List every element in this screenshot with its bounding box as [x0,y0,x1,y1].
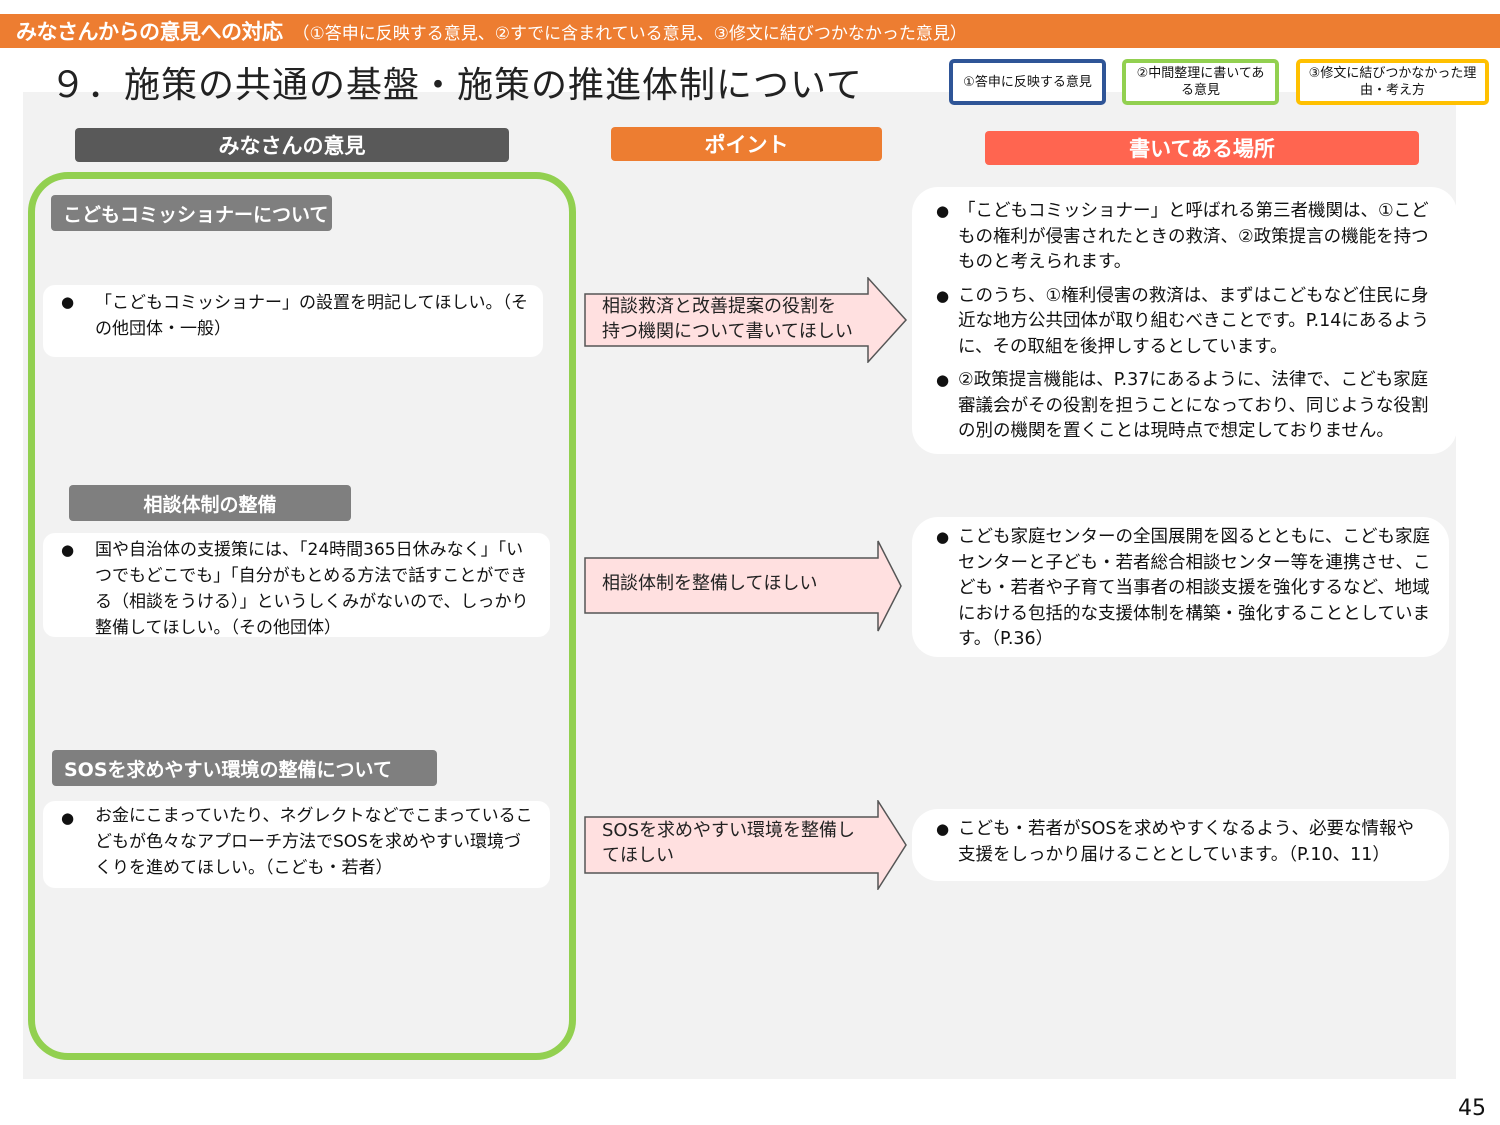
header-bar: みなさんからの意見への対応 （①答申に反映する意見、②すでに含まれている意見、③… [0,14,1500,48]
bullet-icon: ● [936,286,950,305]
column-header-opinions: みなさんの意見 [75,128,509,162]
where-card: ●こども家庭センターの全国展開を図るとともに、こども家庭センターと子ども・若者総… [912,517,1449,657]
legend-interim: ②中間整理に書いてある意見 [1122,59,1279,105]
where-item: ●こども・若者がSOSを求めやすくなるよう、必要な情報や支援をしっかり届けること… [936,819,1414,865]
where-item: ●②政策提言機能は、P.37にあるように、法律で、こども家庭審議会がその役割を担… [936,370,1429,441]
point-text: 相談救済と改善提案の役割を 持つ機関について書いてほしい [602,296,853,342]
opinions-frame [28,172,576,1060]
topic-label-commissioner: こどもコミッショナーについて [51,195,332,231]
opinion-text: 国や自治体の支援策には、「24時間365日休みなく」「いつでもどこでも」「自分が… [95,540,529,638]
bullet-icon: ● [936,528,950,546]
point-text: 相談体制を整備してほしい [602,573,818,594]
bullet-icon: ● [936,371,950,389]
bullet-icon: ● [936,820,950,838]
point-arrow: 相談体制を整備してほしい [584,540,904,632]
point-arrow: SOSを求めやすい環境を整備し てほしい [584,800,909,890]
where-item: ●このうち、①権利侵害の救済は、まずはこどもなど住民に身近な地方公共団体が取り組… [936,285,1429,357]
opinion-text: お金にこまっていたり、ネグレクトなどでこまっているこどもが色々なアプローチ方法で… [95,806,533,878]
point-text: SOSを求めやすい環境を整備し てほしい [602,820,856,866]
where-item: ●「こどもコミッショナー」と呼ばれる第三者機関は、①こどもの権利が侵害されたとき… [936,201,1429,272]
arrow-right-icon [584,540,902,632]
column-header-where: 書いてある場所 [985,131,1419,165]
opinion-text: 「こどもコミッショナー」の設置を明記してほしい。（その他団体・一般） [95,293,528,339]
bullet-icon: ● [61,293,75,311]
arrow-right-icon [584,800,907,890]
bullet-icon: ● [61,809,75,827]
bullet-icon: ● [61,541,75,559]
header-title: みなさんからの意見への対応 [16,20,283,44]
header-subtitle: （①答申に反映する意見、②すでに含まれている意見、③修文に結びつかなかった意見） [292,23,967,44]
arrow-right-icon [584,277,908,363]
opinion-card: ● 国や自治体の支援策には、「24時間365日休みなく」「いつでもどこでも」「自… [43,533,550,638]
legend-not-revised: ③修文に結びつかなかった理由・考え方 [1296,59,1489,105]
where-card: ●「こどもコミッショナー」と呼ばれる第三者機関は、①こどもの権利が侵害されたとき… [912,187,1457,454]
opinion-card: ● 「こどもコミッショナー」の設置を明記してほしい。（その他団体・一般） [43,285,543,357]
page-number: 45 [1458,1096,1486,1121]
legend-reflected: ①答申に反映する意見 [949,59,1106,105]
bullet-icon: ● [936,202,950,220]
where-card: ●こども・若者がSOSを求めやすくなるよう、必要な情報や支援をしっかり届けること… [912,809,1449,881]
column-header-point: ポイント [611,127,882,161]
topic-label-sos: SOSを求めやすい環境の整備について [52,750,437,786]
point-arrow: 相談救済と改善提案の役割を 持つ機関について書いてほしい [584,277,909,363]
page-title: ９．施策の共通の基盤・施策の推進体制について [50,65,863,106]
where-item: ●こども家庭センターの全国展開を図るとともに、こども家庭センターと子ども・若者総… [936,527,1431,649]
topic-label-consultation: 相談体制の整備 [69,485,351,521]
opinion-card: ● お金にこまっていたり、ネグレクトなどでこまっているこどもが色々なアプローチ方… [43,801,550,888]
